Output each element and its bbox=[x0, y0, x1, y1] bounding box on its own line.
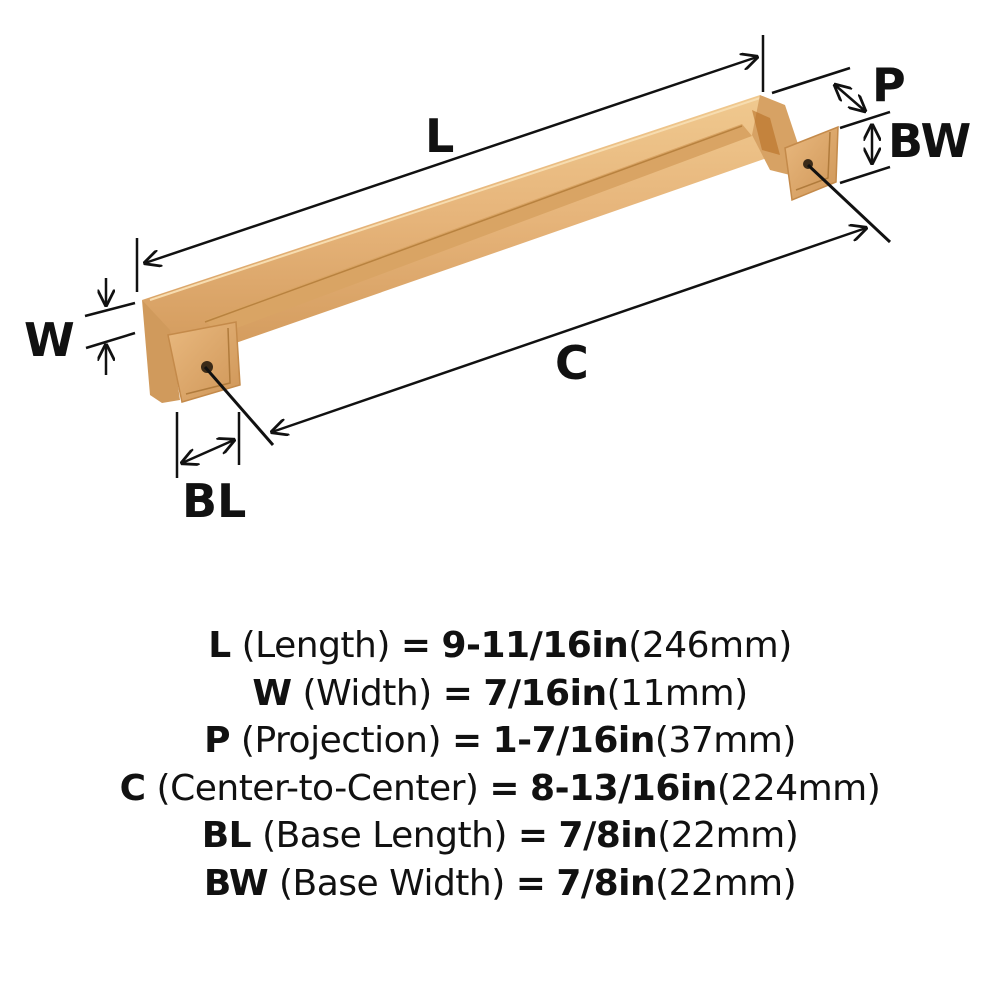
spec-equals: = bbox=[517, 815, 548, 856]
spec-width: W (Width) = 7/16in(11mm) bbox=[0, 670, 1000, 718]
spec-name: (Center-to-Center) bbox=[156, 767, 479, 809]
spec-code: C bbox=[119, 767, 146, 809]
specifications-list: L (Length) = 9-11/16in(246mm) W (Width) … bbox=[0, 622, 1000, 907]
spec-code: BW bbox=[203, 862, 269, 904]
spec-equals: = bbox=[489, 767, 520, 809]
spec-name: (Width) bbox=[302, 672, 433, 714]
label-c: C bbox=[555, 336, 589, 390]
spec-imperial: 7/8in bbox=[556, 862, 656, 904]
spec-length: L (Length) = 9-11/16in(246mm) bbox=[0, 622, 1000, 670]
label-bw: BW bbox=[888, 114, 972, 168]
spec-name: (Base Length) bbox=[262, 815, 507, 856]
spec-imperial: 7/8in bbox=[558, 815, 658, 856]
spec-code: P bbox=[204, 720, 230, 761]
spec-name: (Projection) bbox=[240, 720, 442, 761]
label-p: P bbox=[872, 58, 906, 112]
spec-imperial: 7/16in bbox=[483, 672, 607, 714]
spec-imperial: 1-7/16in bbox=[492, 720, 656, 761]
spec-imperial: 8-13/16in bbox=[530, 767, 717, 809]
right-screw-line bbox=[806, 163, 892, 244]
center-dimension-line bbox=[272, 228, 866, 432]
spec-metric: (22mm) bbox=[657, 815, 799, 856]
spec-metric: (37mm) bbox=[654, 720, 797, 761]
spec-code: BL bbox=[201, 815, 252, 856]
length-dimension-line bbox=[145, 57, 757, 263]
spec-equals: = bbox=[451, 720, 482, 761]
spec-equals: = bbox=[442, 672, 473, 714]
label-bl: BL bbox=[182, 474, 247, 528]
dimension-diagram: L W P BW C BL bbox=[24, 35, 972, 528]
label-l: L bbox=[425, 109, 455, 163]
spec-center-to-center: C (Center-to-Center) = 8-13/16in(224mm) bbox=[0, 765, 1000, 813]
pull-handle-illustration bbox=[84, 35, 892, 478]
spec-imperial: 9-11/16in bbox=[441, 625, 629, 666]
spec-base-width: BW (Base Width) = 7/8in(22mm) bbox=[0, 860, 1000, 908]
spec-metric: (246mm) bbox=[628, 625, 792, 666]
spec-metric: (22mm) bbox=[655, 862, 797, 904]
label-w: W bbox=[24, 313, 75, 367]
spec-equals: = bbox=[515, 862, 546, 904]
spec-base-length: BL (Base Length) = 7/8in(22mm) bbox=[0, 812, 1000, 860]
spec-equals: = bbox=[400, 625, 431, 666]
left-screw-line bbox=[203, 366, 275, 446]
left-base-plate bbox=[167, 321, 241, 403]
handle-body bbox=[142, 95, 800, 403]
spec-projection: P (Projection) = 1-7/16in(37mm) bbox=[0, 717, 1000, 765]
spec-metric: (11mm) bbox=[606, 672, 749, 714]
spec-name: (Base Width) bbox=[279, 862, 505, 904]
spec-code: L bbox=[208, 625, 231, 666]
spec-name: (Length) bbox=[241, 625, 391, 666]
spec-metric: (224mm) bbox=[716, 767, 881, 809]
base-length-dimension-line bbox=[182, 440, 234, 463]
projection-dimension-line bbox=[835, 85, 865, 111]
spec-code: W bbox=[252, 672, 292, 714]
